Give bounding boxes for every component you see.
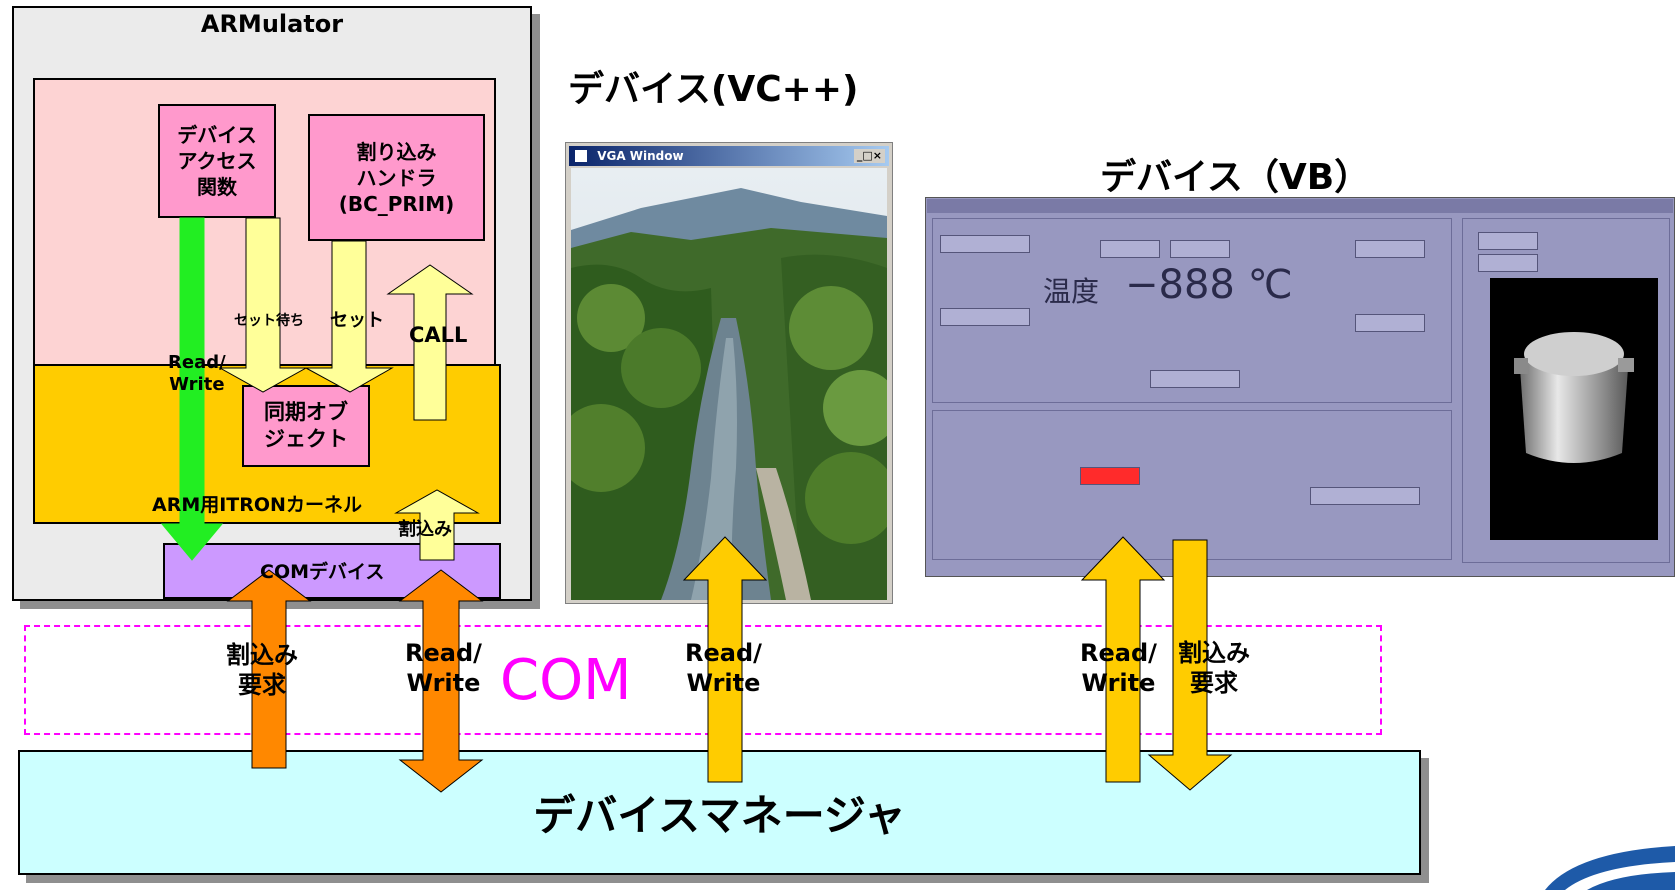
vb-button[interactable]	[940, 308, 1030, 326]
interrupt-handler-box: 割り込み ハンドラ (BC_PRIM)	[308, 114, 485, 241]
interrupt-request-up-arrow	[226, 569, 312, 769]
label-read-write-internal: Read/ Write	[168, 352, 226, 395]
sync-object-box: 同期オブ ジェクト	[242, 385, 370, 467]
com-label: COM	[500, 648, 632, 713]
label-read-write-1: Read/ Write	[405, 639, 482, 697]
corner-logo	[1535, 842, 1675, 890]
wait-set-arrow	[218, 217, 308, 393]
label-interrupt: 割込み	[398, 519, 452, 540]
label-wait-set: セット待ち	[234, 313, 304, 329]
vb-button[interactable]	[940, 235, 1030, 253]
vb-view-panel	[1462, 218, 1670, 563]
armulator-title: ARMulator	[200, 10, 344, 38]
vb-button[interactable]	[1310, 487, 1420, 505]
window-icon	[575, 150, 587, 162]
vb-alert-indicator	[1080, 467, 1140, 485]
vb-device-title: デバイス（VB）	[1100, 157, 1371, 198]
read-write-down-arrow	[160, 217, 224, 561]
com-device-label: COMデバイス	[260, 561, 385, 583]
kettle-icon	[1514, 332, 1634, 463]
vb-button[interactable]	[1170, 240, 1230, 258]
call-up-arrow	[386, 264, 474, 421]
vb-button[interactable]	[1478, 232, 1538, 250]
vb-temperature-label: 温度	[1043, 275, 1100, 308]
com-device-box	[163, 543, 501, 599]
label-read-write-3: Read/ Write	[1080, 639, 1157, 697]
interrupt-up-arrow	[394, 489, 480, 561]
com-zone	[24, 625, 1382, 735]
itron-kernel-label: ARM用ITRONカーネル	[152, 494, 362, 516]
vb-button[interactable]	[1100, 240, 1160, 258]
vc-read-write-arrow	[682, 536, 768, 783]
vga-window-titlebar: VGA Window _□×	[569, 146, 889, 166]
vb-button[interactable]	[1355, 240, 1425, 258]
device-access-function-box: デバイス アクセス 関数	[158, 104, 276, 218]
vb-control-panel	[932, 218, 1452, 403]
label-interrupt-request-2: 割込み 要求	[1178, 639, 1250, 697]
river-photo	[571, 168, 887, 600]
label-interrupt-request-1: 割込み 要求	[226, 641, 298, 699]
vb-read-write-arrow	[1080, 536, 1166, 783]
label-call: CALL	[409, 323, 468, 347]
label-set: セット	[330, 310, 384, 331]
vb-button[interactable]	[1355, 314, 1425, 332]
vb-button[interactable]	[1478, 254, 1538, 272]
set-arrow	[305, 240, 394, 393]
label-read-write-2: Read/ Write	[685, 639, 762, 697]
vb-button[interactable]	[1150, 370, 1240, 388]
vb-window-titlebar	[927, 199, 1673, 213]
read-write-double-arrow	[398, 569, 484, 793]
vc-device-title: デバイス(VC++)	[568, 69, 859, 110]
vga-window-title: VGA Window	[597, 149, 684, 163]
vb-interrupt-down-arrow	[1147, 539, 1233, 791]
vb-3d-view	[1490, 278, 1658, 540]
window-controls[interactable]: _□×	[853, 149, 885, 163]
vb-temperature-value: −888 ℃	[1125, 262, 1293, 308]
